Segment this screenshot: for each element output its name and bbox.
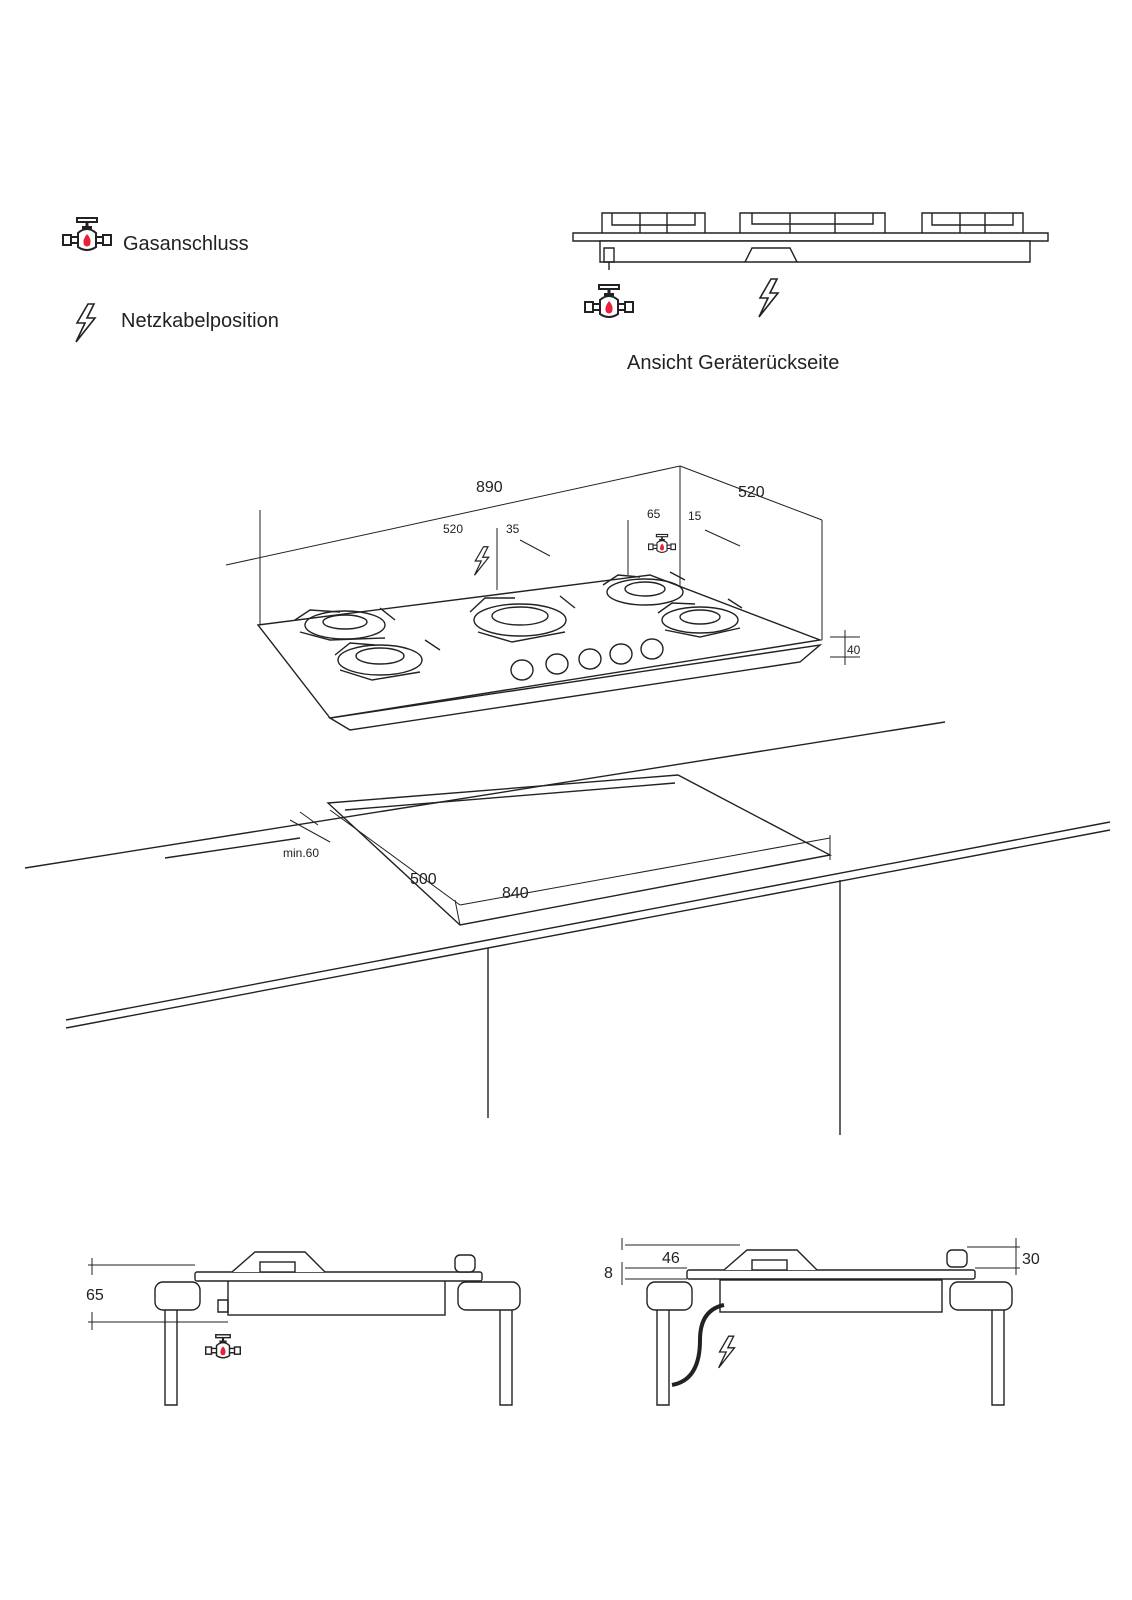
gas-valve-icon <box>205 1334 241 1359</box>
lightning-icon <box>717 1335 736 1369</box>
hob-perspective: 890 520 520 35 65 15 40 <box>225 465 861 731</box>
side-view-power: 46 8 30 <box>604 1238 1040 1406</box>
rear-vent <box>744 247 798 263</box>
hob-body <box>327 643 823 731</box>
dim-height: 40 <box>847 643 861 657</box>
rear-glass-plate <box>572 232 1049 242</box>
lightning-icon <box>758 278 779 318</box>
cutout <box>326 774 833 926</box>
dim-gas-offset-small: 15 <box>688 509 702 523</box>
gas-valve-icon <box>648 533 676 554</box>
cabinet-walls <box>487 880 841 1135</box>
power-cable <box>671 1303 725 1387</box>
dim-width: 890 <box>476 479 503 496</box>
rear-body <box>599 240 1031 263</box>
gas-valve-icon <box>584 284 634 319</box>
lightning-icon <box>473 546 490 576</box>
control-knobs <box>510 638 664 681</box>
burners <box>294 571 743 681</box>
rear-gas-connector <box>603 247 615 270</box>
dim-cutout-width: 840 <box>502 885 529 902</box>
gas-valve-icon <box>62 217 112 252</box>
rear-view-caption: Ansicht Geräterückseite <box>627 352 839 374</box>
dimension-lines <box>225 465 860 665</box>
dim-glass-height: 8 <box>604 1265 613 1282</box>
side-view-gas: 65 <box>86 1251 521 1406</box>
dim-gas-offset: 65 <box>647 507 661 521</box>
legend: Gasanschluss Netzkabelposition <box>62 217 279 343</box>
legend-power-label: Netzkabelposition <box>121 310 279 332</box>
countertop: min.60 500 840 <box>24 721 1111 1135</box>
legend-gas-label: Gasanschluss <box>123 233 249 255</box>
dim-knob-height: 30 <box>1022 1251 1040 1268</box>
rear-view: Ansicht Geräterückseite <box>572 212 1049 374</box>
lightning-icon <box>75 303 96 343</box>
dim-min-distance: min.60 <box>283 846 319 860</box>
hob-glass-top <box>256 574 823 719</box>
dim-depth: 520 <box>738 484 765 501</box>
dim-burner-height: 46 <box>662 1250 680 1267</box>
dim-power-offset: 520 <box>443 522 463 536</box>
dim-side-height: 65 <box>86 1287 104 1304</box>
dim-power-offset-small: 35 <box>506 522 520 536</box>
dim-cutout-depth: 500 <box>410 871 437 888</box>
rear-grates <box>601 212 1024 233</box>
